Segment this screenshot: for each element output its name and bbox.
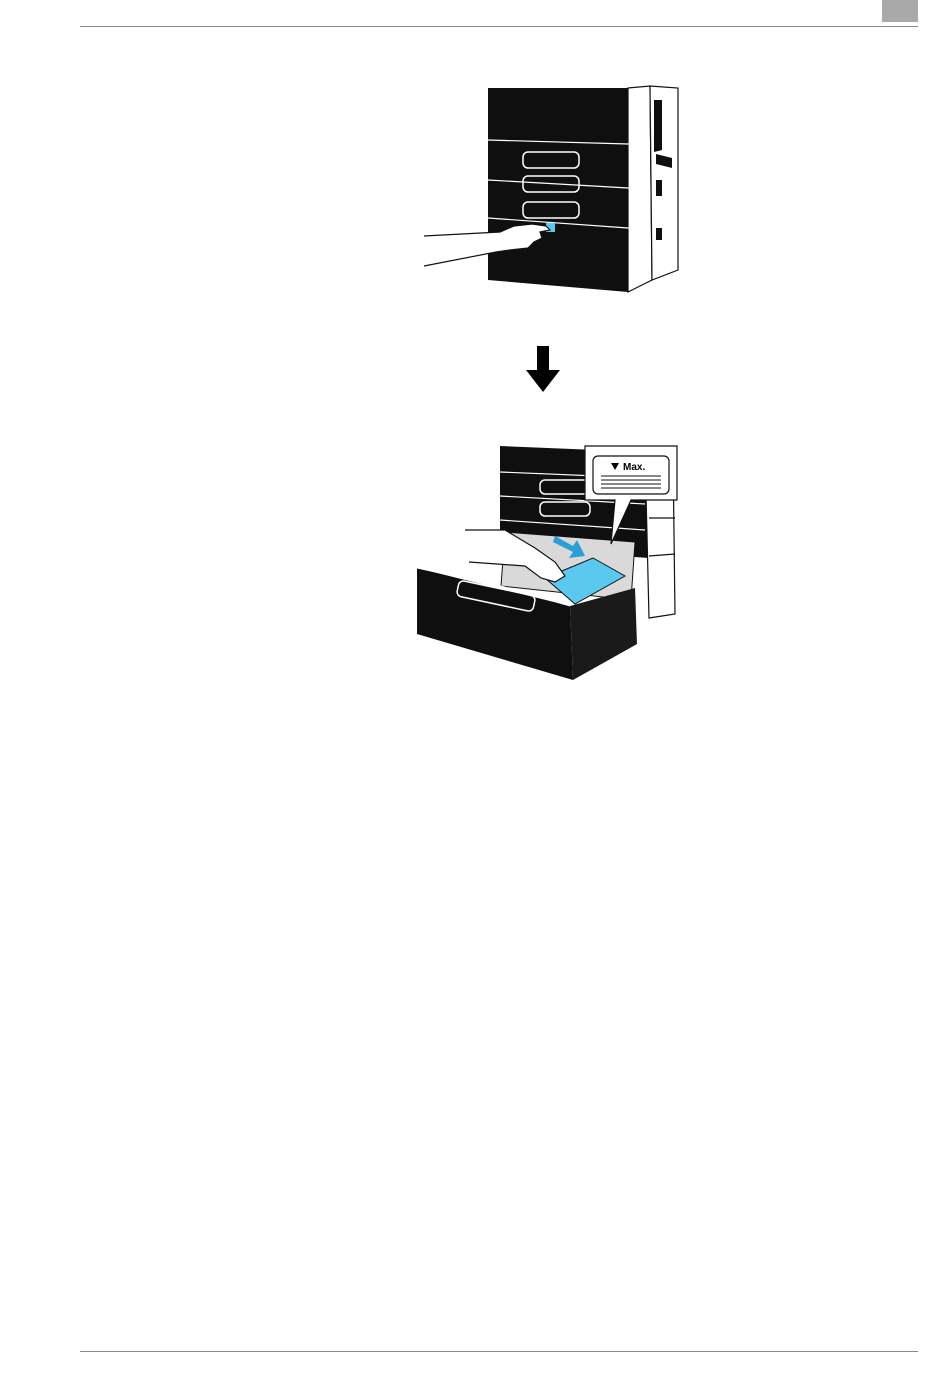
arrow-down-icon <box>526 346 560 394</box>
paper-loading-illustration: Max. <box>405 438 685 688</box>
header-rule <box>80 26 918 27</box>
callout-max-label: Max. <box>623 462 645 473</box>
page-number-tab <box>882 0 918 22</box>
tray-release-illustration <box>410 80 690 295</box>
footer-rule <box>80 1351 918 1352</box>
